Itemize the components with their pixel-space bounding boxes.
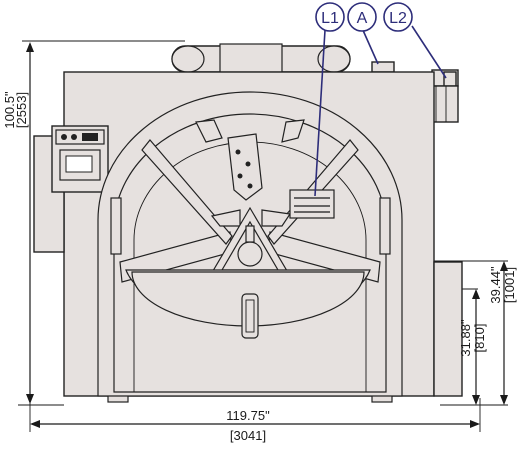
callout-a-label: A — [357, 10, 368, 27]
dim-height-mm: [2553] — [14, 92, 29, 128]
callout-l1-label: L1 — [321, 10, 339, 27]
dim-h1-mm: [810] — [472, 324, 487, 353]
callout-l2: L2 — [383, 2, 413, 32]
dim-h1-in: 31.88" — [458, 319, 473, 357]
inlet-a — [371, 61, 395, 73]
dim-height-1001: 39.44" [1001] — [488, 261, 517, 405]
dim-width-in: 119.75" — [226, 408, 270, 423]
dim-h2-in: 39.44" — [488, 266, 503, 304]
right-lower-panel — [433, 261, 463, 397]
right-piping — [431, 69, 459, 123]
top-drum-housing — [171, 43, 351, 73]
callout-l1: L1 — [315, 2, 345, 32]
callout-leaders — [314, 25, 447, 197]
label-plate — [289, 189, 335, 219]
control-panel — [33, 125, 109, 253]
callout-a: A — [347, 2, 377, 32]
callout-l2-label: L2 — [389, 10, 407, 27]
dim-height-810: 31.88" [810] — [458, 289, 487, 405]
dim-width: 119.75" [3041] — [30, 408, 480, 443]
dim-width-mm: [3041] — [230, 428, 266, 443]
dim-height: 100.5" [2553] — [2, 42, 34, 404]
dim-h2-mm: [1001] — [502, 267, 517, 303]
center-hub — [208, 206, 292, 277]
dim-height-in: 100.5" — [2, 91, 17, 129]
door-window — [125, 269, 371, 339]
